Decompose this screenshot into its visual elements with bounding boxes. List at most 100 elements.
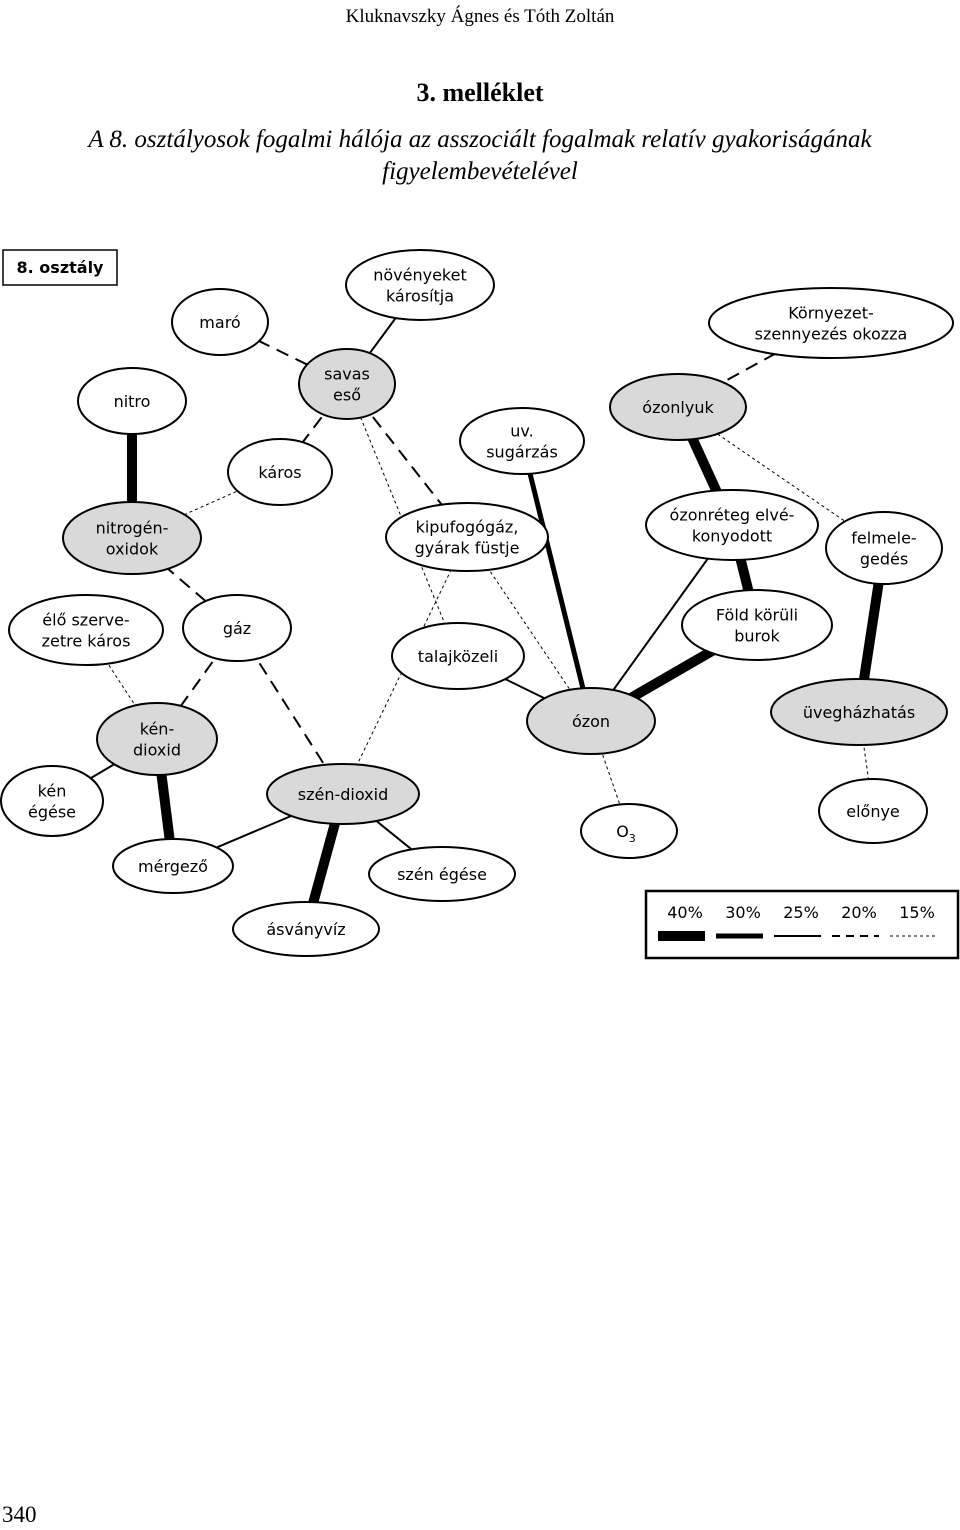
node-ken: kén égése bbox=[0, 765, 104, 837]
page-number: 340 bbox=[2, 1502, 37, 1527]
node-kendioxid: kén-dioxid bbox=[96, 702, 218, 776]
node-mergezo-shape bbox=[112, 838, 234, 894]
page-header-author: Kluknavszky Ágnes és Tóth Zoltán bbox=[345, 6, 615, 27]
node-kendioxid-label-0: kén- bbox=[140, 720, 174, 739]
node-kornyezet-label-0: Környezet- bbox=[788, 304, 874, 323]
node-asvanyviz-label-0: ásványvíz bbox=[266, 920, 345, 939]
node-nitro-shape bbox=[77, 367, 187, 435]
node-ozonlyuk-label-0: ózonlyuk bbox=[642, 398, 714, 417]
legend-label-40: 40% bbox=[667, 903, 703, 922]
node-nitrogen-label-1: oxidok bbox=[106, 540, 159, 559]
node-szenegese: szén égése bbox=[368, 846, 516, 902]
node-nitrogen-label-0: nitrogén- bbox=[96, 519, 169, 538]
node-ozonreteg-shape bbox=[645, 489, 819, 561]
node-kendioxid-label-1: dioxid bbox=[133, 741, 181, 760]
concept-map: marónövényeketkárosítjaKörnyezet-szennye… bbox=[0, 249, 960, 960]
node-elo-label-1: zetre káros bbox=[42, 632, 131, 651]
node-karos-shape bbox=[227, 438, 333, 506]
node-mergezo-label-0: mérgező bbox=[138, 857, 208, 876]
node-szendioxid: szén-dioxid bbox=[266, 763, 420, 825]
node-ozonlyuk: ózonlyuk bbox=[609, 373, 747, 441]
node-maro: maró bbox=[171, 288, 269, 356]
node-uv-label-1: sugárzás bbox=[486, 443, 558, 462]
node-maro-label-0: maró bbox=[199, 313, 240, 332]
node-kornyezet-shape bbox=[708, 287, 954, 359]
node-fold: Föld körüli burok bbox=[681, 589, 833, 661]
node-kipufogo: kipufogógáz, gyárak füstje bbox=[385, 502, 549, 572]
page-subtitle: A 8. osztályosok fogalmi hálója az asszo… bbox=[88, 126, 872, 185]
node-uveghaz-shape bbox=[770, 678, 948, 746]
node-o3-shape bbox=[580, 803, 678, 859]
node-asvanyviz-shape bbox=[232, 901, 380, 957]
link-uveghaz-elonye bbox=[858, 711, 874, 812]
legend-label-25: 25% bbox=[783, 903, 819, 922]
node-ozonreteg: ózonréteg elvé-konyodott bbox=[645, 489, 819, 561]
node-nitrogen: nitrogén-oxidok bbox=[62, 501, 202, 575]
node-maro-shape bbox=[171, 288, 269, 356]
node-kipufogo-label-0: kipufogógáz, bbox=[416, 518, 519, 537]
node-szendioxid-shape bbox=[266, 763, 420, 825]
node-elo: élő szerve-zetre káros bbox=[8, 594, 164, 666]
node-ozonlyuk-shape bbox=[609, 373, 747, 441]
node-gaz: gáz bbox=[182, 594, 292, 662]
node-elonye-label-0: előnye bbox=[846, 802, 900, 821]
node-kendioxid-shape bbox=[96, 702, 218, 776]
node-talaj: talajközeli bbox=[391, 622, 525, 690]
class-label: 8. osztály bbox=[17, 258, 105, 277]
node-kipufogo-shape bbox=[385, 502, 549, 572]
node-uv-label-0: uv. bbox=[510, 422, 533, 441]
node-karos: káros bbox=[227, 438, 333, 506]
node-elo-label-0: élő szerve- bbox=[42, 611, 129, 630]
node-uv-shape bbox=[459, 407, 585, 475]
node-kornyezet-label-1: szennyezés okozza bbox=[755, 325, 908, 344]
node-felmelegedes-label-1: gedés bbox=[860, 550, 908, 569]
node-ozonreteg-label-0: ózonréteg elvé- bbox=[670, 506, 795, 525]
node-novenyeket-label-0: növényeket bbox=[373, 266, 467, 285]
node-asvanyviz: ásványvíz bbox=[232, 901, 380, 957]
node-uveghaz: üvegházhatás bbox=[770, 678, 948, 746]
node-nitro-label-0: nitro bbox=[114, 392, 151, 411]
node-ken-label-1: égése bbox=[28, 803, 76, 822]
legend-label-30: 30% bbox=[725, 903, 761, 922]
node-novenyeket-label-1: károsítja bbox=[386, 287, 454, 306]
legend: 40% 30% 25% 20% 15% bbox=[644, 889, 960, 960]
node-ozonreteg-label-1: konyodott bbox=[692, 527, 772, 546]
node-o3-subscript: 3 bbox=[629, 832, 636, 845]
node-novenyeket-shape bbox=[345, 249, 495, 321]
node-felmelegedes: felmele-gedés bbox=[825, 511, 943, 585]
node-savaseso-label-1: eső bbox=[333, 386, 361, 405]
node-nitrogen-shape bbox=[62, 501, 202, 575]
node-fold-label-0: Föld körüli bbox=[716, 606, 798, 625]
node-novenyeket: növényeket károsítja bbox=[345, 249, 495, 321]
node-ken-label-0: kén bbox=[38, 782, 67, 801]
node-szenegese-label-0: szén égése bbox=[397, 865, 487, 884]
node-ozon: ózon bbox=[526, 687, 656, 755]
node-fold-label-1: burok bbox=[734, 627, 780, 646]
class-label-box: 8. osztály bbox=[2, 249, 118, 286]
concept-map-nodes: marónövényeketkárosítjaKörnyezet-szennye… bbox=[0, 249, 954, 957]
node-uveghaz-label-0: üvegházhatás bbox=[803, 703, 915, 722]
page-title: 3. melléklet bbox=[416, 78, 544, 107]
node-kipufogo-label-1: gyárak füstje bbox=[415, 539, 520, 558]
link-uv-ozon bbox=[519, 440, 594, 722]
node-karos-label-0: káros bbox=[258, 463, 301, 482]
node-elonye-shape bbox=[818, 778, 928, 844]
node-ozon-label-0: ózon bbox=[572, 712, 610, 731]
node-szendioxid-label-0: szén-dioxid bbox=[298, 785, 388, 804]
legend-label-15: 15% bbox=[899, 903, 935, 922]
node-savaseso-shape bbox=[298, 348, 396, 420]
node-ozon-shape bbox=[526, 687, 656, 755]
node-ken-shape bbox=[0, 765, 104, 837]
node-uv: uv. sugárzás bbox=[459, 407, 585, 475]
node-szenegese-shape bbox=[368, 846, 516, 902]
node-o3: O3 bbox=[580, 803, 678, 859]
node-kornyezet: Környezet-szennyezés okozza bbox=[708, 287, 954, 359]
node-talaj-label-0: talajközeli bbox=[418, 647, 498, 666]
node-mergezo: mérgező bbox=[112, 838, 234, 894]
node-felmelegedes-shape bbox=[825, 511, 943, 585]
node-elo-shape bbox=[8, 594, 164, 666]
node-felmelegedes-label-0: felmele- bbox=[851, 529, 916, 548]
node-gaz-shape bbox=[182, 594, 292, 662]
legend-label-20: 20% bbox=[841, 903, 877, 922]
